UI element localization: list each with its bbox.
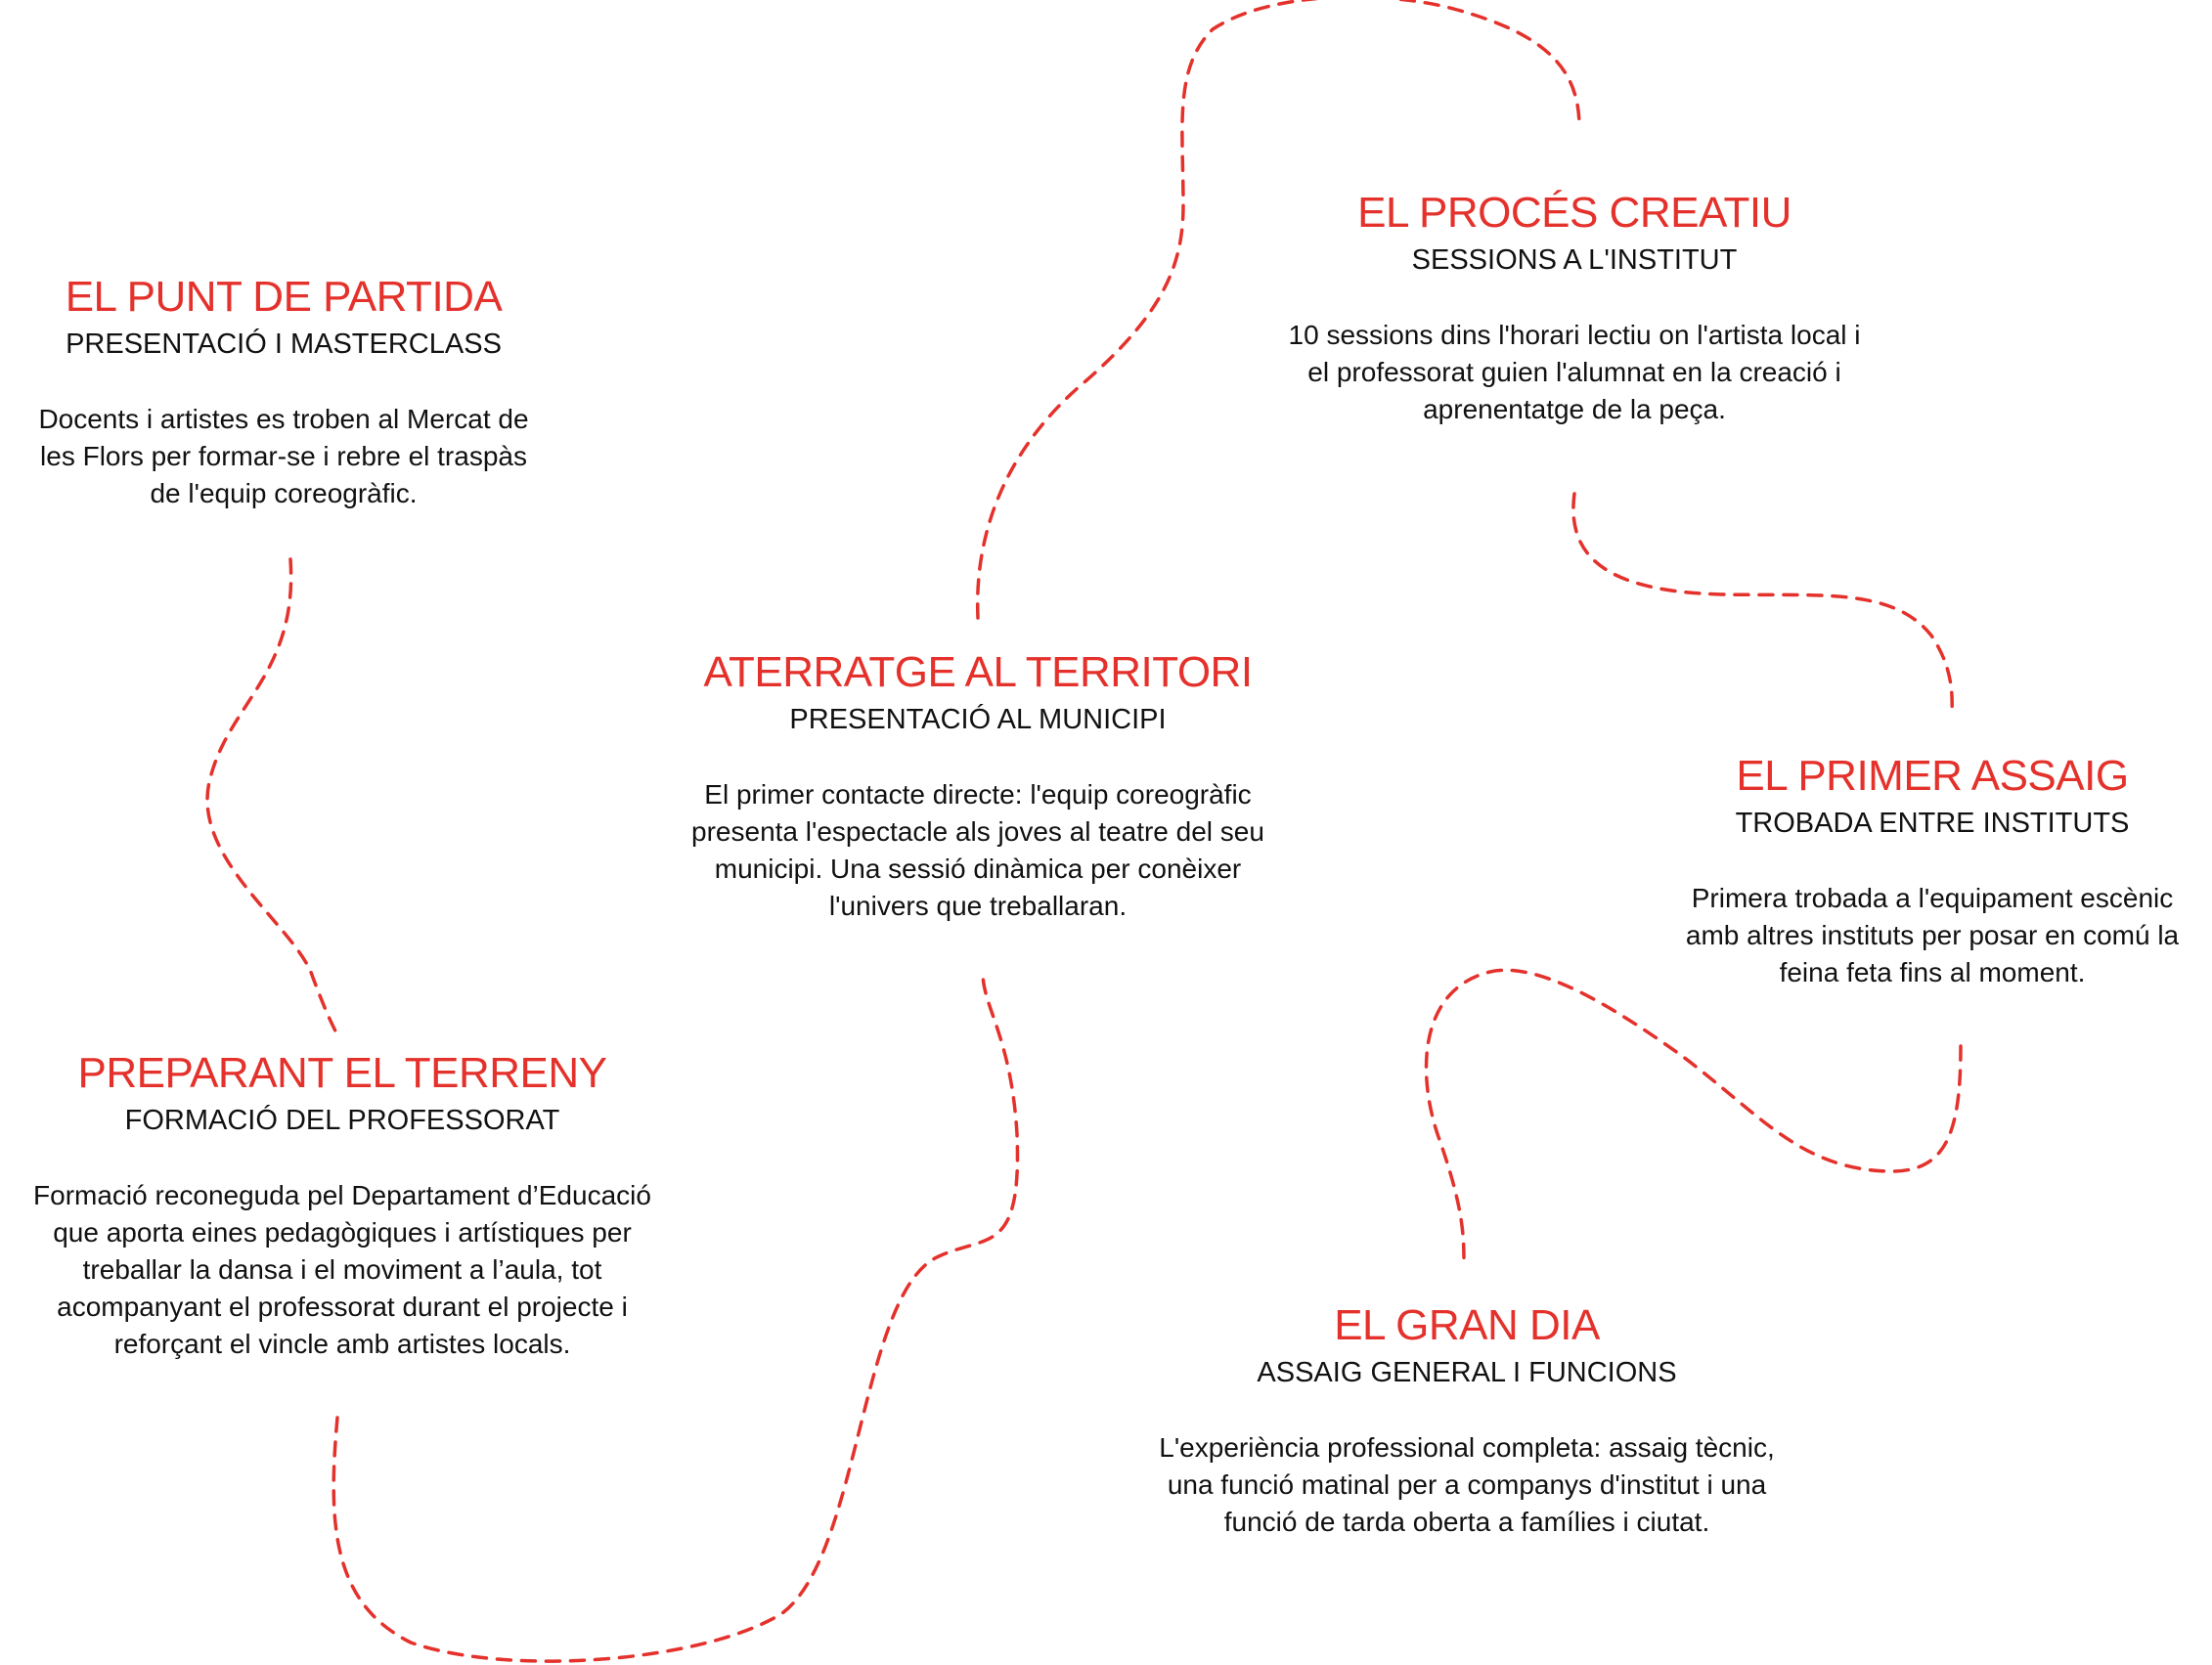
- description-line: el professorat guien l'alumnat en la cre…: [1307, 357, 1841, 387]
- step-title: PREPARANT EL TERRENY: [77, 1049, 607, 1097]
- path-segment-1-to-2: [205, 557, 342, 1040]
- step-title: EL GRAN DIA: [1334, 1301, 1600, 1349]
- path-segment-5-to-6: [1424, 968, 1963, 1263]
- description-line: funció de tarda oberta a famílies i ciut…: [1223, 1507, 1710, 1537]
- step-subtitle: PRESENTACIÓ I MASTERCLASS: [66, 329, 502, 360]
- step-preparant-el-terreny: PREPARANT EL TERRENY FORMACIÓ DEL PROFES…: [0, 1048, 685, 1363]
- description-line: que aporta eines pedagògiques i artístiq…: [53, 1217, 632, 1248]
- path-segment-2-to-3: [332, 971, 1020, 1663]
- description-line: Docents i artistes es troben al Mercat d…: [38, 404, 529, 434]
- step-subtitle: ASSAIG GENERAL I FUNCIONS: [1257, 1357, 1677, 1388]
- step-subtitle: SESSIONS A L'INSTITUT: [1411, 244, 1738, 276]
- description-line: amb altres instituts per posar en comú l…: [1685, 920, 2180, 950]
- description-line: de l'equip coreogràfic.: [150, 478, 418, 508]
- step-proces-creatiu: EL PROCÉS CREATIU SESSIONS A L'INSTITUT …: [1252, 188, 1897, 428]
- description-line: treballar la dansa i el moviment a l’aul…: [82, 1254, 602, 1285]
- step-title: EL PRIMER ASSAIG: [1736, 752, 2129, 800]
- description-line: feina feta fins al moment.: [1779, 957, 2086, 987]
- description-line: El primer contacte directe: l'equip core…: [704, 779, 1252, 810]
- path-segment-3-to-4: [975, 0, 1581, 620]
- description-line: Primera trobada a l'equipament escènic: [1691, 883, 2174, 913]
- description-line: presenta l'espectacle als joves al teatr…: [691, 816, 1264, 847]
- step-title: EL PUNT DE PARTIDA: [65, 273, 503, 321]
- step-aterratge-al-territori: ATERRATGE AL TERRITORI PRESENTACIÓ AL MU…: [665, 647, 1291, 925]
- step-subtitle: PRESENTACIÓ AL MUNICIPI: [789, 704, 1167, 735]
- step-description: L'experiència professional completa: ass…: [1115, 1429, 1819, 1541]
- description-line: municipi. Una sessió dinàmica per conèix…: [714, 854, 1242, 884]
- description-line: l'univers que treballaran.: [828, 891, 1128, 921]
- step-description: Primera trobada a l'equipament escènic a…: [1653, 880, 2212, 991]
- description-line: les Flors per formar-se i rebre el trasp…: [40, 441, 527, 471]
- step-primer-assaig: EL PRIMER ASSAIG TROBADA ENTRE INSTITUTS…: [1653, 751, 2212, 991]
- description-line: L'experiència professional completa: ass…: [1159, 1432, 1775, 1463]
- path-segment-4-to-5: [1571, 492, 1954, 716]
- step-description: Docents i artistes es troben al Mercat d…: [0, 401, 567, 512]
- description-line: reforçant el vincle amb artistes locals.: [113, 1329, 571, 1359]
- step-subtitle: TROBADA ENTRE INSTITUTS: [1735, 808, 2130, 839]
- description-line: Formació reconeguda pel Departament d’Ed…: [33, 1180, 651, 1210]
- step-description: Formació reconeguda pel Departament d’Ed…: [0, 1177, 685, 1363]
- step-description: 10 sessions dins l'horari lectiu on l'ar…: [1252, 317, 1897, 428]
- description-line: 10 sessions dins l'horari lectiu on l'ar…: [1288, 320, 1861, 350]
- step-gran-dia: EL GRAN DIA ASSAIG GENERAL I FUNCIONS L'…: [1115, 1300, 1819, 1541]
- step-description: El primer contacte directe: l'equip core…: [665, 776, 1291, 925]
- description-line: aprenentatge de la peça.: [1423, 394, 1726, 424]
- description-line: una funció matinal per a companys d'inst…: [1167, 1469, 1767, 1500]
- step-title: EL PROCÉS CREATIU: [1357, 189, 1792, 237]
- step-subtitle: FORMACIÓ DEL PROFESSORAT: [124, 1105, 560, 1136]
- path-segments: [205, 0, 1963, 1663]
- step-title: ATERRATGE AL TERRITORI: [703, 648, 1253, 696]
- step-punt-de-partida: EL PUNT DE PARTIDA PRESENTACIÓ I MASTERC…: [0, 272, 567, 512]
- description-line: acompanyant el professorat durant el pro…: [57, 1292, 628, 1322]
